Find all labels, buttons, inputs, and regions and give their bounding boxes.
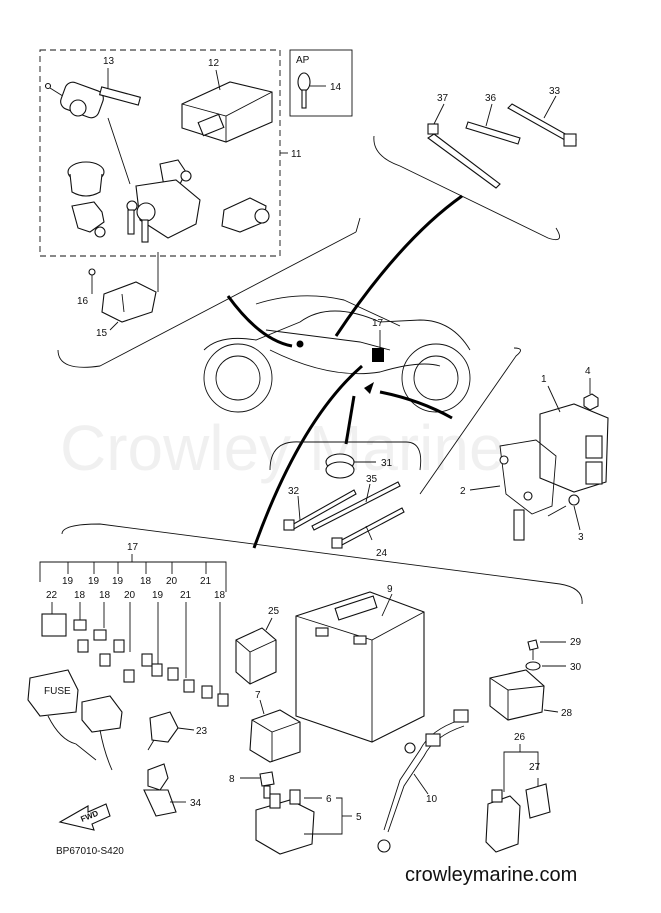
- label-18-a: 18: [140, 576, 152, 587]
- callout-arc-top: [373, 135, 561, 241]
- ap-badge: AP: [296, 55, 310, 66]
- callout-arc-bottom: [61, 523, 583, 605]
- callout-arc-left: [57, 231, 357, 368]
- main-switch-part: 13: [44, 56, 142, 119]
- label-9: 9: [387, 584, 393, 595]
- label-20-a: 20: [166, 576, 178, 587]
- label-21-b: 21: [180, 590, 192, 601]
- ecu-bracket-group: 1 4 2 3: [460, 366, 609, 543]
- label-11: 11: [291, 149, 302, 160]
- label-6: 6: [326, 794, 332, 805]
- label-7: 7: [255, 690, 261, 701]
- cable-ties-top: 37 36 33: [427, 86, 577, 189]
- label-31: 31: [381, 458, 393, 469]
- label-18-b: 18: [74, 590, 86, 601]
- label-21-a: 21: [200, 576, 212, 587]
- label-5: 5: [356, 812, 362, 823]
- relay-part: 25: [235, 606, 280, 685]
- arrow-to-switch: [226, 295, 293, 348]
- label-8: 8: [229, 774, 235, 785]
- label-23: 23: [196, 726, 208, 737]
- label-24: 24: [376, 548, 388, 559]
- label-12: 12: [208, 58, 220, 69]
- ecu-unit-part: 12: [181, 58, 273, 143]
- label-19-b: 19: [88, 576, 100, 587]
- label-3: 3: [578, 532, 584, 543]
- label-19-a: 19: [62, 576, 74, 587]
- sensor-group: 29 30 28: [489, 637, 582, 721]
- label-16: 16: [77, 296, 89, 307]
- label-26: 26: [514, 732, 526, 743]
- label-30: 30: [570, 662, 582, 673]
- ap-key-box: AP 14: [289, 49, 353, 117]
- label-18-c: 18: [99, 590, 111, 601]
- lock-set-part: [67, 117, 270, 243]
- label-10: 10: [426, 794, 438, 805]
- main-switch-kit-group: 11 13 12: [39, 49, 353, 257]
- fuse-box-group: 17 19 19 19 18 20 21 22 18 18 20 19 21 1…: [27, 542, 229, 771]
- label-32: 32: [288, 486, 300, 497]
- label-34: 34: [190, 798, 202, 809]
- label-2: 2: [460, 486, 466, 497]
- label-14: 14: [330, 82, 342, 93]
- label-28: 28: [561, 708, 573, 719]
- label-17-main: 17: [372, 318, 384, 329]
- label-13: 13: [103, 56, 115, 67]
- label-17-fuse: 17: [127, 542, 139, 553]
- label-29: 29: [570, 637, 582, 648]
- label-1: 1: [541, 374, 547, 385]
- site-url: crowleymarine.com: [405, 864, 577, 886]
- label-20-b: 20: [124, 590, 136, 601]
- label-35: 35: [366, 474, 378, 485]
- arrow-to-ties-top: [334, 194, 463, 337]
- switch-cover-part: 16 15: [77, 252, 159, 339]
- label-25: 25: [268, 606, 280, 617]
- label-27: 27: [529, 762, 541, 773]
- arrow-to-ecu-bracket: [379, 390, 453, 420]
- label-36: 36: [485, 93, 497, 104]
- motorcycle-outline: 17: [203, 295, 471, 413]
- label-33: 33: [549, 86, 561, 97]
- forward-arrow: FWD: [58, 803, 111, 831]
- callout-arc-middle: [269, 441, 422, 471]
- arrow-to-fuse-box: [252, 364, 363, 549]
- label-15: 15: [96, 328, 108, 339]
- battery-cable-part: 10: [377, 709, 469, 853]
- watermark: Crowley Marine: [60, 412, 505, 484]
- battery-part: 9: [295, 584, 425, 743]
- label-4: 4: [585, 366, 591, 377]
- callout-arc-right: [419, 347, 521, 495]
- diagram-code: BP67010-S420: [56, 846, 124, 857]
- label-19-c: 19: [112, 576, 124, 587]
- coupler-group: 26 27: [485, 732, 551, 853]
- arrow-to-ties-mid: [344, 395, 356, 445]
- cable-ties-middle: 31 32 35 24: [283, 453, 405, 559]
- label-37: 37: [437, 93, 449, 104]
- fuse-box-text: FUSE: [44, 686, 71, 697]
- label-22: 22: [46, 590, 58, 601]
- label-18-d: 18: [214, 590, 226, 601]
- label-19-d: 19: [152, 590, 164, 601]
- starter-relay-group: 7 8 6 5: [229, 690, 362, 855]
- clamp-parts: 23 34: [143, 711, 208, 817]
